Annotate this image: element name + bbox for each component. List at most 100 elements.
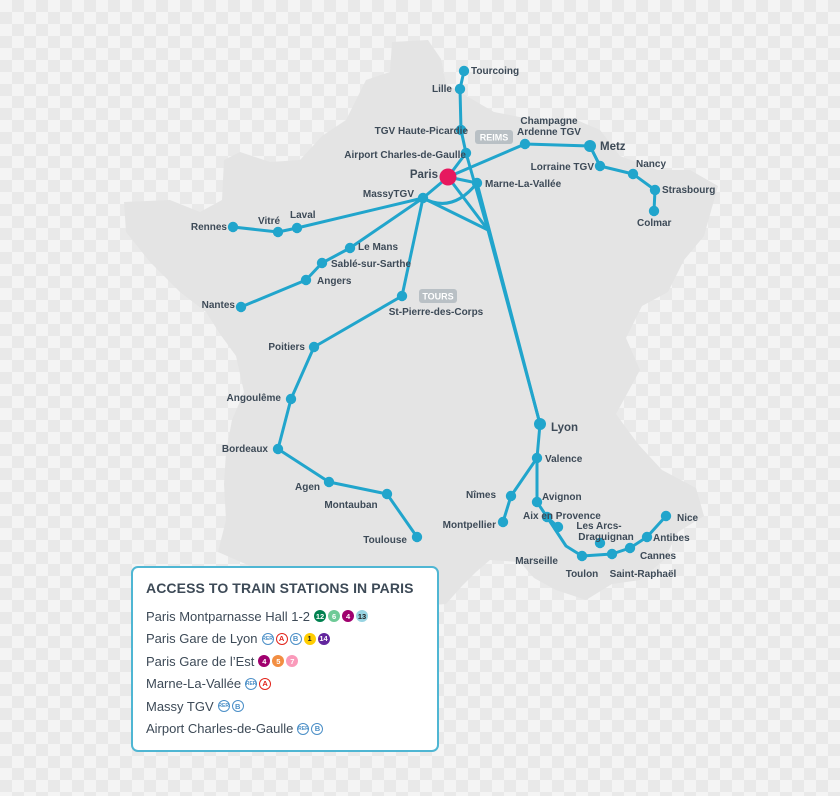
- metro-line-badge: 13: [356, 610, 369, 623]
- station-dot-bordeaux: [272, 443, 284, 455]
- station-dot-cannes: [624, 542, 636, 554]
- label-lyon: Lyon: [551, 422, 578, 434]
- label-lille: Lille: [432, 84, 452, 95]
- station-dot-le-mans: [344, 242, 356, 254]
- rer-line-badge: B: [311, 722, 324, 735]
- label-sable: Sablé-sur-Sarthe: [331, 259, 411, 270]
- label-montauban: Montauban: [324, 500, 377, 511]
- paris-stations-legend: ACCESS TO TRAIN STATIONS IN PARIS Paris …: [131, 566, 439, 752]
- rer-line-badge: RER: [217, 700, 230, 713]
- rail-route: [464, 151, 490, 232]
- metro-line-badge: 14: [317, 632, 330, 645]
- label-paris: Paris: [410, 169, 438, 181]
- station-dot-toulon: [576, 550, 588, 562]
- badge-tours: TOURS: [419, 289, 457, 303]
- station-dot-lyon: [534, 418, 546, 430]
- station-dot-rennes: [227, 221, 239, 233]
- station-dot-lorraine: [594, 160, 606, 172]
- label-draguignan: Draguignan: [578, 532, 634, 543]
- station-dot-laval: [291, 222, 303, 234]
- station-dot-lille: [454, 83, 466, 95]
- label-montpellier: Montpellier: [443, 520, 496, 531]
- legend-station-name: Paris Gare de l’Est: [146, 653, 255, 669]
- label-st-pierre-des-corps: St-Pierre-des-Corps: [389, 307, 484, 318]
- metro-line-badge: 1: [303, 632, 316, 645]
- station-dot-montpellier: [497, 516, 509, 528]
- station-dot-paris: [439, 168, 457, 186]
- label-vitre: Vitré: [258, 216, 280, 227]
- label-metz: Metz: [600, 141, 626, 153]
- label-toulouse: Toulouse: [363, 535, 407, 546]
- station-dot-sable: [316, 257, 328, 269]
- rer-line-badge: A: [275, 632, 288, 645]
- station-dot-poitiers: [308, 341, 320, 353]
- label-bordeaux: Bordeaux: [222, 444, 269, 455]
- rer-line-badge: RER: [297, 722, 310, 735]
- station-dot-massy: [417, 192, 429, 204]
- station-dot-toulouse: [411, 531, 423, 543]
- rail-route: [276, 196, 425, 539]
- rail-route: [231, 196, 425, 234]
- label-ardenne-tgv: Ardenne TGV: [517, 127, 581, 138]
- svg-text:REIMS: REIMS: [480, 133, 509, 143]
- station-dot-agen: [323, 476, 335, 488]
- label-cannes: Cannes: [640, 551, 677, 562]
- label-colmar: Colmar: [637, 218, 672, 229]
- rer-line-badge: RER: [245, 677, 258, 690]
- badge-reims: REIMS: [475, 130, 513, 144]
- label-angers: Angers: [317, 276, 352, 287]
- label-valence: Valence: [545, 454, 583, 465]
- label-antibes: Antibes: [653, 533, 690, 544]
- legend-station-name: Paris Montparnasse Hall 1-2: [146, 608, 311, 624]
- station-dot-angouleme: [285, 393, 297, 405]
- svg-text:TOURS: TOURS: [422, 292, 453, 302]
- station-dot-angers: [300, 274, 312, 286]
- station-dot-st-pierre: [396, 290, 408, 302]
- station-dot-strasbourg: [649, 184, 661, 196]
- label-angouleme: Angoulême: [227, 393, 282, 404]
- station-dot-nice: [660, 510, 672, 522]
- label-rennes: Rennes: [191, 222, 228, 233]
- station-dot-cdg: [460, 147, 472, 159]
- legend-station-name: Paris Gare de Lyon: [146, 631, 258, 647]
- station-dot-marseille: [552, 521, 564, 533]
- metro-line-badge: 5: [272, 655, 285, 668]
- metro-line-badge: 4: [342, 610, 355, 623]
- station-dot-aix: [541, 511, 553, 523]
- label-champagne: Champagne: [520, 116, 578, 127]
- metro-line-badge: 12: [314, 610, 327, 623]
- label-lorraine-tgv: Lorraine TGV: [531, 162, 595, 173]
- label-massy-tgv: MassyTGV: [363, 189, 414, 200]
- rail-route: [535, 456, 560, 529]
- label-aix-en-provence: Aix en Provence: [523, 511, 601, 522]
- france-land-shape: [124, 40, 718, 606]
- station-dot-saint-raphael: [606, 548, 618, 560]
- station-dot-avignon: [531, 496, 543, 508]
- label-saint-raphael: Saint-Raphaël: [610, 569, 677, 580]
- label-nancy: Nancy: [636, 159, 666, 170]
- label-toulon: Toulon: [566, 569, 599, 580]
- label-marne-la-vallee: Marne-La-Vallée: [485, 179, 562, 190]
- metro-line-badge: 7: [286, 655, 299, 668]
- label-tourcoing: Tourcoing: [471, 66, 519, 77]
- station-dot-tourcoing: [458, 65, 470, 77]
- rer-line-badge: A: [259, 677, 272, 690]
- station-dot-montauban: [381, 488, 393, 500]
- station-dot-nimes: [505, 490, 517, 502]
- station-dot-antibes: [641, 531, 653, 543]
- metro-line-badge: 4: [258, 655, 271, 668]
- label-poitiers: Poitiers: [268, 342, 305, 353]
- station-dot-champagne: [519, 138, 531, 150]
- label-airport-cdg: Airport Charles-de-Gaulle: [344, 150, 466, 161]
- rail-route: [475, 181, 542, 426]
- station-dot-metz: [584, 140, 596, 152]
- label-marseille: Marseille: [515, 556, 558, 567]
- rer-line-badge: B: [289, 632, 302, 645]
